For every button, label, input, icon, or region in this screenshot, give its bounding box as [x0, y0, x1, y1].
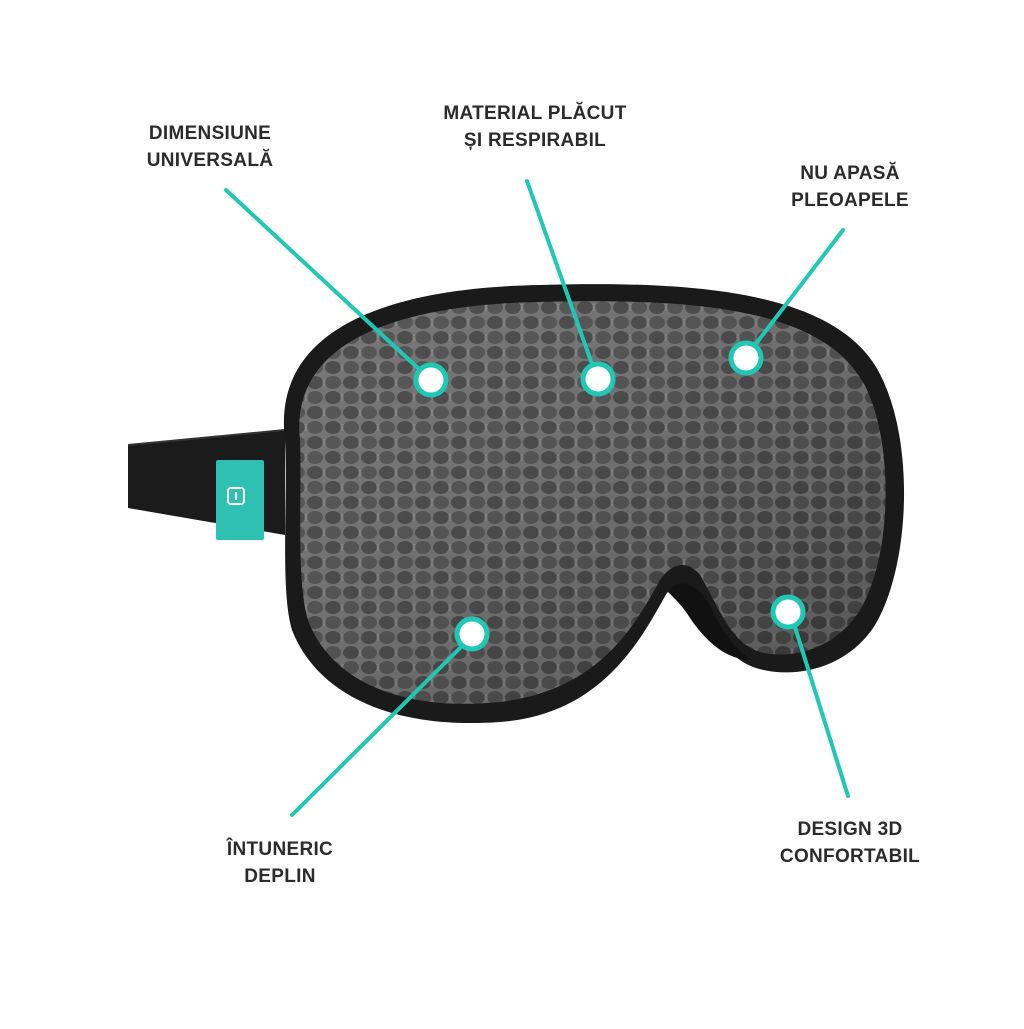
callout-dot-design: [770, 594, 806, 630]
callout-label-line: DESIGN 3D: [797, 819, 903, 840]
callout-label-nu-apasa: NU APASĂ PLEOAPELE: [755, 160, 945, 214]
callout-label-line: NU APASĂ: [800, 163, 900, 184]
callout-label-line: CONFORTABIL: [779, 846, 921, 867]
callout-dot-dimensiune: [413, 362, 449, 398]
callout-label-line: PLEOAPELE: [791, 190, 909, 211]
callout-label-dimensiune: DIMENSIUNE UNIVERSALĂ: [110, 120, 310, 174]
callout-dot-intuneric: [454, 616, 490, 652]
callout-label-design: DESIGN 3D CONFORTABIL: [745, 816, 955, 870]
callout-dot-nu-apasa: [728, 340, 764, 376]
callout-lines: [224, 179, 850, 817]
callout-label-line: ÎNTUNERIC: [226, 839, 334, 860]
callout-label-material: MATERIAL PLĂCUT ȘI RESPIRABIL: [400, 100, 670, 154]
callout-dots: [413, 340, 806, 652]
callout-label-line: DIMENSIUNE: [148, 123, 272, 144]
callout-label-line: UNIVERSALĂ: [146, 150, 274, 171]
brand-logo-icon: [227, 487, 245, 505]
callout-line-design: [792, 622, 850, 798]
callout-label-line: MATERIAL PLĂCUT: [443, 103, 627, 124]
callout-label-intuneric: ÎNTUNERIC DEPLIN: [180, 836, 380, 890]
callout-label-line: DEPLIN: [244, 866, 316, 887]
strap-edge: [127, 429, 286, 446]
callout-line-intuneric: [290, 644, 464, 817]
callout-line-material: [525, 179, 594, 366]
callout-dot-material: [580, 361, 616, 397]
callout-line-nu-apasa: [753, 228, 845, 347]
callout-line-dimensiune: [224, 188, 422, 372]
brand-tag: [216, 460, 264, 540]
nose-bridge: [668, 583, 752, 660]
callout-label-line: ȘI RESPIRABIL: [463, 130, 607, 151]
